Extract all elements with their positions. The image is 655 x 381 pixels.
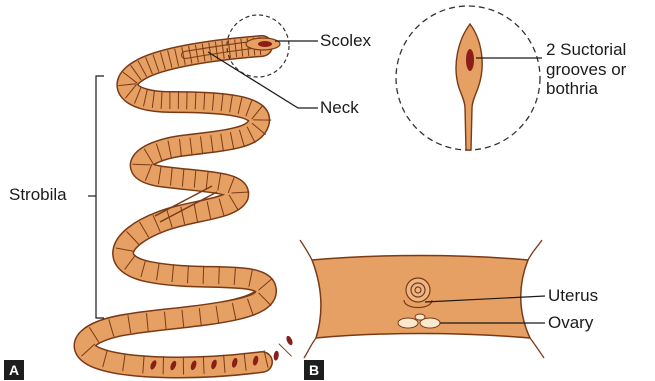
enlarged-scolex <box>396 6 542 150</box>
segment-division <box>133 164 151 165</box>
label-uterus: Uterus <box>548 286 598 306</box>
segment-division <box>195 91 196 109</box>
panel-label-b: B <box>304 360 324 380</box>
panel-label-a: A <box>4 360 24 380</box>
label-neck: Neck <box>320 98 359 118</box>
label-scolex: Scolex <box>320 31 371 51</box>
scolex <box>246 38 280 50</box>
segment-division <box>203 266 204 284</box>
segment-division <box>279 344 292 357</box>
gravid-uterus-mark <box>285 335 294 346</box>
label-strobila: Strobila <box>9 185 67 205</box>
label-ovary: Ovary <box>548 313 593 333</box>
label-bothria: 2 Suctorial grooves or bothria <box>546 40 651 99</box>
strobila-bracket <box>88 76 104 318</box>
gravid-uterus-mark <box>273 350 279 361</box>
strobila-body <box>84 46 266 367</box>
segment-division <box>219 266 220 284</box>
